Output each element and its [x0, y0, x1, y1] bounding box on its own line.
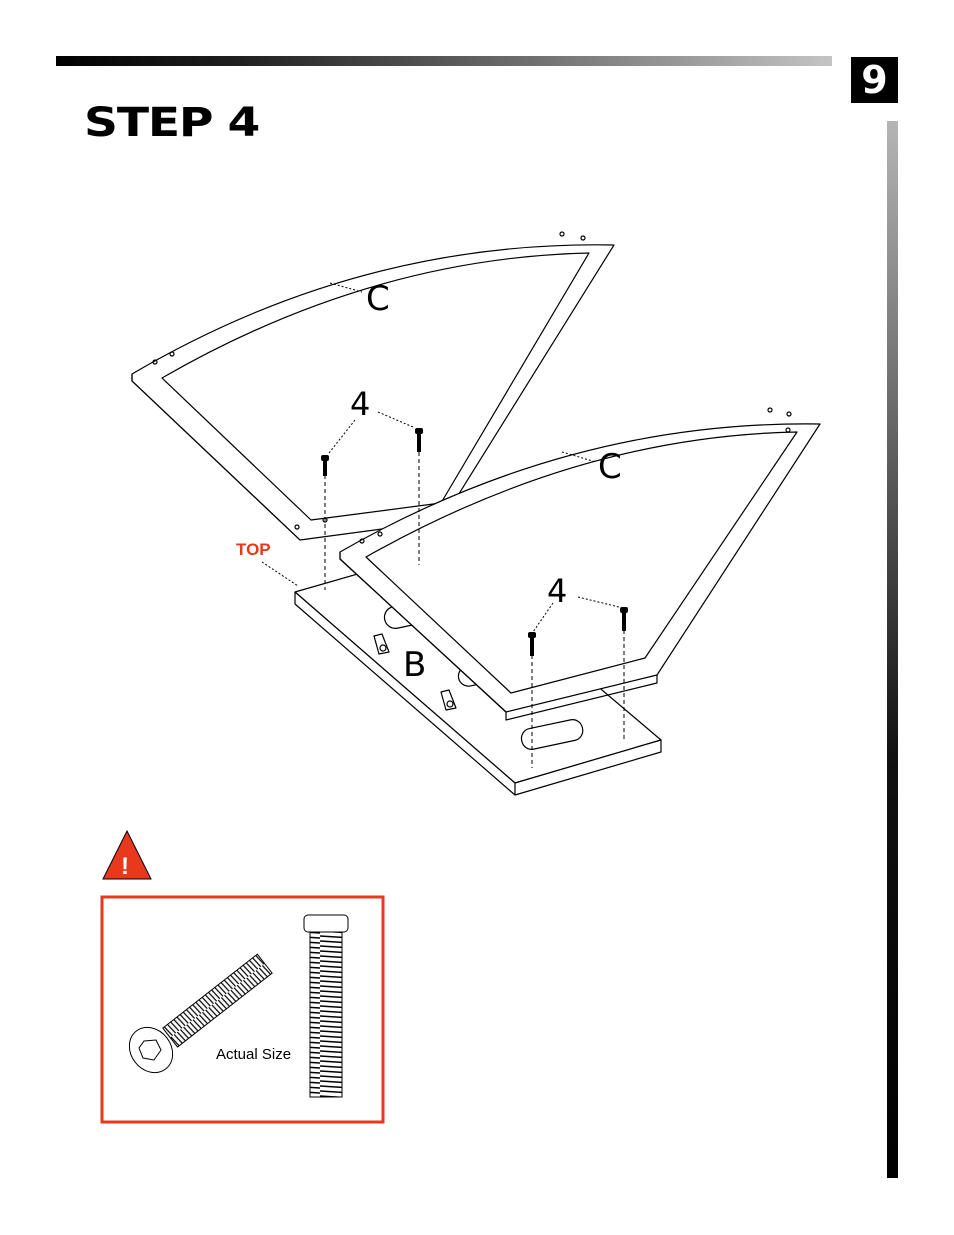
part-label-b: B — [403, 645, 426, 685]
top-label: TOP — [236, 540, 271, 559]
warning-triangle-icon: ! — [103, 831, 151, 880]
bolt-quantity-label-2: 4 — [547, 572, 567, 610]
part-label-c-front: C — [598, 447, 622, 487]
svg-text:!: ! — [121, 853, 129, 880]
part-label-c-rear: C — [366, 279, 390, 319]
actual-size-caption: Actual Size — [216, 1046, 291, 1063]
vertical-bolt-icon — [304, 915, 348, 1097]
bolt-quantity-label-1: 4 — [350, 385, 370, 423]
